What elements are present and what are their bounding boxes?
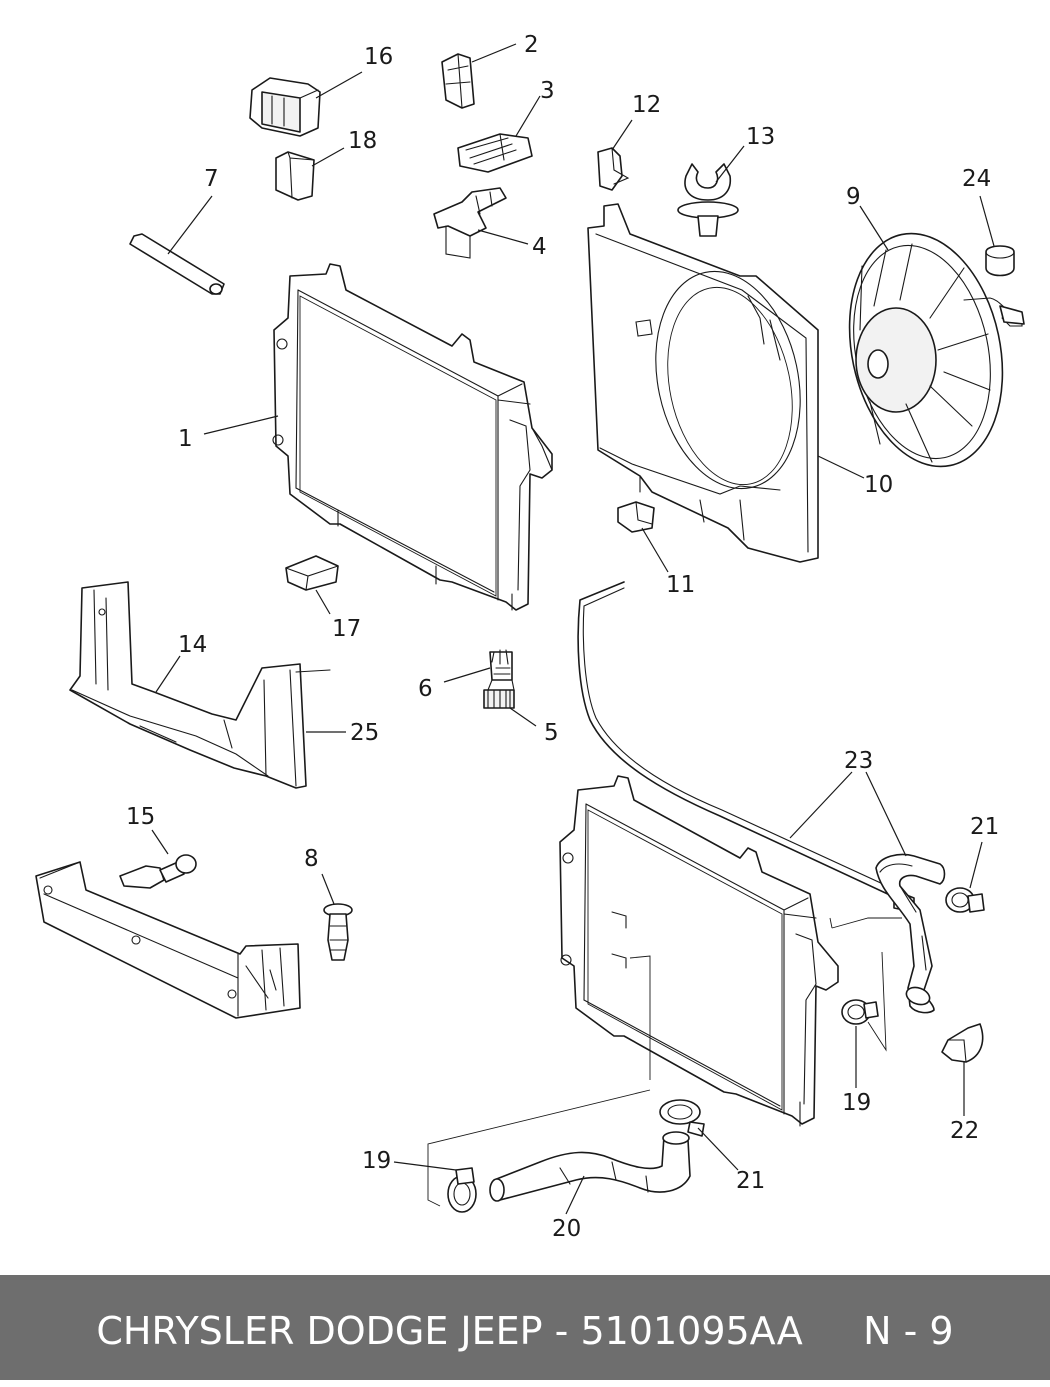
callout-19-right: 19	[842, 1090, 871, 1116]
callout-leader-lines	[151, 43, 995, 1215]
part-20-lower-hose	[489, 1131, 691, 1202]
part-8-push-pin	[323, 903, 353, 961]
footer-bar: CHRYSLER DODGE JEEP - 5101095AA N - 9	[0, 1275, 1050, 1380]
callout-11: 11	[666, 572, 695, 598]
part-5-6-sensor	[483, 649, 515, 709]
part-14-25-air-deflector	[69, 581, 331, 789]
callout-21-upper: 21	[970, 814, 999, 840]
part-radiator-lower	[559, 775, 839, 1127]
callout-13: 13	[746, 124, 775, 150]
part-24-cap	[985, 245, 1015, 277]
part-19-clamp-lower	[447, 1167, 477, 1213]
part-7-rod	[129, 233, 225, 295]
part-19-clamp-right	[841, 999, 879, 1025]
callout-5: 5	[544, 720, 559, 746]
callout-1: 1	[178, 426, 193, 452]
part-22-bracket	[941, 1023, 984, 1063]
exploded-parts-diagram: 1 2 3 4 5 6 7 8 9 10 11 12 13 14 15 16 1…	[35, 32, 1025, 1242]
callout-8: 8	[304, 846, 319, 872]
callout-labels: 1 2 3 4 5 6 7 8 9 10 11 12 13 14 15 16 1…	[126, 32, 999, 1242]
callout-23: 23	[844, 748, 873, 774]
callout-20: 20	[552, 1216, 581, 1242]
part-13-clamp	[677, 163, 739, 237]
callout-19-lower: 19	[362, 1148, 391, 1174]
part-18-block	[275, 151, 315, 201]
callout-16: 16	[364, 44, 393, 70]
callout-2: 2	[524, 32, 539, 58]
callout-25: 25	[350, 720, 379, 746]
callout-10: 10	[864, 472, 893, 498]
part-10-fan-shroud	[587, 203, 819, 563]
callout-7: 7	[204, 166, 219, 192]
callout-6: 6	[418, 676, 433, 702]
lower-support-bracket	[35, 861, 301, 1019]
part-17-mount	[285, 555, 339, 591]
part-15-push-pin	[119, 854, 197, 889]
callout-18: 18	[348, 128, 377, 154]
part-3-bracket	[457, 133, 533, 173]
callout-17: 17	[332, 616, 361, 642]
part-12-clip	[597, 147, 630, 191]
assembly-guide-lines	[427, 917, 902, 1207]
part-2-clip	[441, 53, 475, 109]
part-21-clamp-lower	[659, 1099, 705, 1137]
callout-21-lower: 21	[736, 1168, 765, 1194]
callout-12: 12	[632, 92, 661, 118]
callout-24: 24	[962, 166, 991, 192]
callout-22: 22	[950, 1118, 979, 1144]
callout-14: 14	[178, 632, 207, 658]
part-4-bracket	[433, 187, 507, 259]
part-23-upper-hose	[875, 853, 946, 1014]
part-11-mount	[617, 501, 655, 533]
callout-4: 4	[532, 234, 547, 260]
part-21-clamp-upper	[945, 887, 985, 913]
callout-15: 15	[126, 804, 155, 830]
part-16-connector	[249, 77, 321, 137]
part-1-radiator	[272, 263, 553, 611]
part-9-fan	[848, 232, 1025, 468]
part-number-caption: CHRYSLER DODGE JEEP - 5101095AA N - 9	[96, 1309, 954, 1353]
callout-3: 3	[540, 78, 555, 104]
callout-9: 9	[846, 184, 861, 210]
